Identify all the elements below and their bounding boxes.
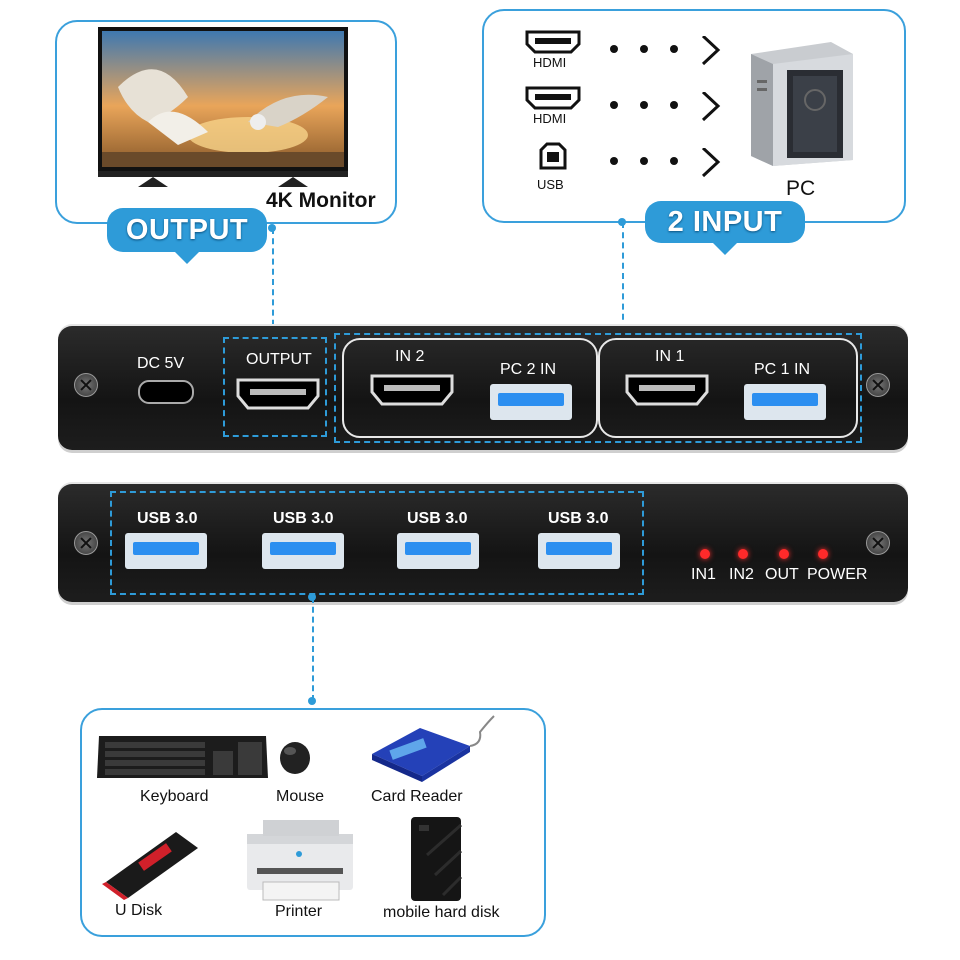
hdmi-in2-port	[370, 374, 454, 406]
connector-dot	[268, 224, 276, 232]
usb-c-port	[138, 380, 194, 404]
output-tag: OUTPUT	[107, 208, 267, 264]
dots-arrow	[608, 146, 723, 183]
mobile-hard-disk-icon	[407, 815, 465, 908]
connector-dot	[308, 593, 316, 601]
usb-b-icon	[539, 142, 567, 170]
connector-dot	[308, 697, 316, 705]
usb-port-label: USB 3.0	[273, 510, 334, 527]
screw-icon	[866, 531, 890, 555]
in2-label: IN 2	[395, 348, 425, 365]
pc1-group	[598, 338, 858, 438]
pc2-label: PC 2 IN	[500, 361, 557, 378]
usb3-port	[262, 533, 344, 569]
mouse-icon	[275, 738, 315, 781]
keyboard-icon	[95, 732, 270, 787]
screw-icon	[74, 531, 98, 555]
indicator-label: IN1	[691, 566, 716, 583]
indicator-label: POWER	[807, 566, 868, 583]
usb3-port	[538, 533, 620, 569]
hdmi-output-port	[236, 378, 320, 410]
hdmi-icon	[525, 86, 581, 110]
dots-arrow	[608, 90, 723, 127]
usb-pc2-port	[490, 384, 572, 420]
output-port-label: OUTPUT	[246, 351, 312, 368]
peripheral-label: Printer	[275, 903, 323, 920]
usb-pc1-port	[744, 384, 826, 420]
output-connector-line	[272, 228, 274, 336]
peripheral-label: mobile hard disk	[383, 904, 500, 921]
connector-dot	[618, 218, 626, 226]
input-tag: 2 INPUT	[645, 201, 805, 255]
peripheral-label: Card Reader	[371, 788, 463, 805]
pc-label: PC	[786, 177, 816, 200]
in1-label: IN 1	[655, 348, 685, 365]
hdmi-icon	[525, 30, 581, 54]
u-disk-icon	[98, 820, 208, 905]
input-port-row-2: HDMI	[523, 86, 723, 136]
usb-port-label: USB 3.0	[407, 510, 468, 527]
input-connector-line	[622, 222, 624, 330]
usb-hub-highlight	[110, 491, 644, 595]
pc-tower-image	[743, 40, 858, 168]
usb-port-label: USB 3.0	[548, 510, 609, 527]
peripheral-label: Mouse	[276, 788, 325, 805]
led-power	[818, 549, 828, 559]
usb3-port	[125, 533, 207, 569]
usb-port-label: USB 3.0	[137, 510, 198, 527]
indicator-label: OUT	[765, 566, 799, 583]
pc1-label: PC 1 IN	[754, 361, 811, 378]
input-port-row-3: USB	[523, 142, 723, 194]
pc2-group	[342, 338, 598, 438]
led-in2	[738, 549, 748, 559]
screw-icon	[866, 373, 890, 397]
led-out	[779, 549, 789, 559]
indicator-label: IN2	[729, 566, 754, 583]
usb-connector-line	[312, 597, 314, 701]
peripheral-label: U Disk	[115, 902, 163, 919]
input-port-row-1: HDMI	[523, 30, 723, 80]
peripheral-label: Keyboard	[140, 788, 209, 805]
port-label: HDMI	[533, 111, 567, 126]
hdmi-in1-port	[625, 374, 709, 406]
port-label: USB	[537, 177, 564, 192]
monitor-label: 4K Monitor	[266, 189, 376, 212]
screw-icon	[74, 373, 98, 397]
monitor-image	[98, 27, 348, 189]
card-reader-icon	[370, 714, 500, 789]
printer-icon	[243, 816, 358, 909]
output-port-highlight	[223, 337, 327, 437]
usb3-port	[397, 533, 479, 569]
input-ports-highlight	[334, 333, 862, 443]
port-label: HDMI	[533, 55, 567, 70]
led-in1	[700, 549, 710, 559]
dots-arrow	[608, 34, 723, 71]
dc-label: DC 5V	[137, 355, 185, 372]
